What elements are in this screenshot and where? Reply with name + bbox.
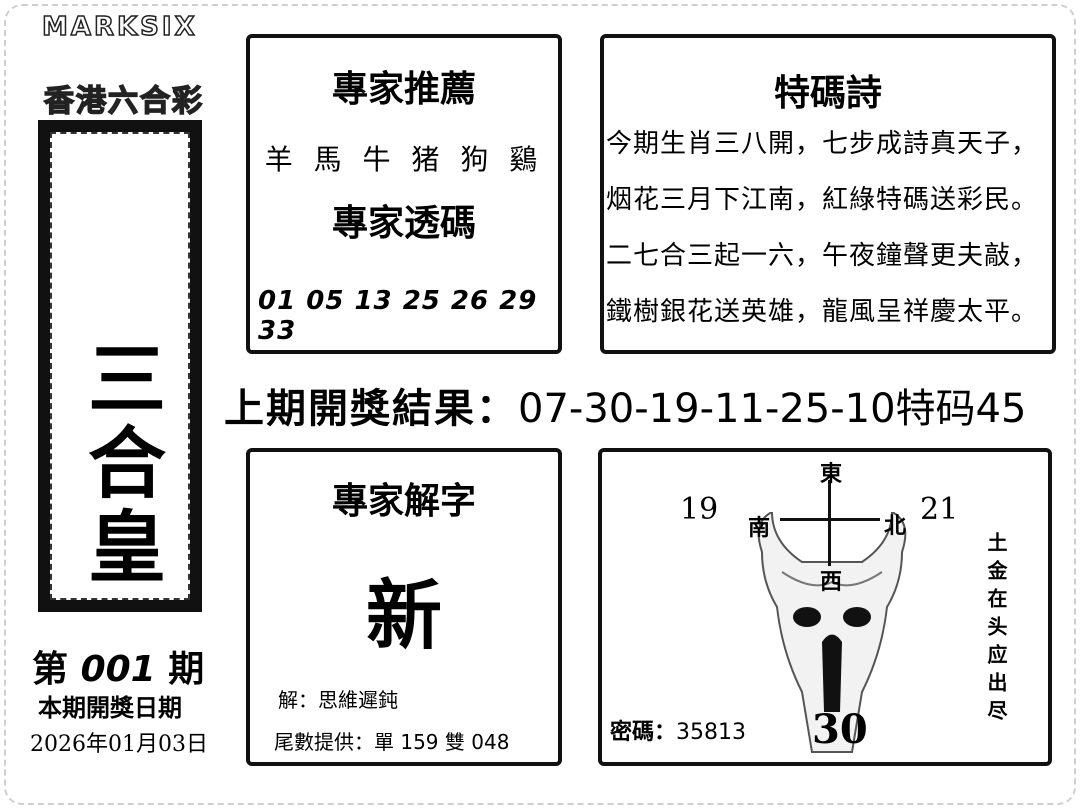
poem-box: 特碼詩 今期生肖三八開，七步成詩真天子， 烟花三月下江南，紅綠特碼送彩民。 二七… bbox=[600, 34, 1056, 354]
recommend-box: 專家推薦 羊 馬 牛 猪 狗 鷄 專家透碼 01 05 13 25 26 29 … bbox=[246, 34, 562, 354]
issue-number: 第 001 期 bbox=[32, 640, 204, 692]
compass-north: 北 bbox=[884, 514, 907, 539]
issue-value: 001 bbox=[80, 649, 156, 690]
page-frame bbox=[4, 4, 1076, 805]
brand-logo: MARKSIX bbox=[41, 11, 198, 43]
poem-line: 鐵樹銀花送英雄，龍風呈祥慶太平。 bbox=[606, 297, 1039, 327]
password-value: 35813 bbox=[676, 720, 747, 745]
compass-left-number: 19 bbox=[680, 492, 719, 527]
issue-prefix: 第 bbox=[32, 649, 69, 690]
poem-line: 今期生肖三八開，七步成詩真天子， bbox=[606, 129, 1039, 159]
decode-box: 專家解字 新 解：思維遲鈍 尾數提供：單 159 雙 048 bbox=[246, 448, 562, 766]
draw-date-label: 本期開獎日期 bbox=[38, 694, 182, 722]
poem-line: 烟花三月下江南，紅綠特碼送彩民。 bbox=[606, 185, 1039, 215]
compass-west: 西 bbox=[820, 570, 843, 595]
last-result-label: 上期開獎結果： bbox=[224, 386, 518, 432]
last-result: 上期開獎結果：07-30-19-11-25-10特码45 bbox=[224, 376, 1026, 434]
compass-east: 東 bbox=[820, 462, 843, 487]
decode-character: 新 bbox=[366, 571, 442, 660]
recommend-numbers: 01 05 13 25 26 29 33 bbox=[258, 286, 538, 346]
decode-tails: 尾數提供：單 159 雙 048 bbox=[274, 730, 510, 754]
poem-line: 二七合三起一六，午夜鐘聲更夫敲， bbox=[606, 241, 1039, 271]
password: 密碼：35813 bbox=[610, 714, 746, 746]
decode-explain: 解：思維遲鈍 bbox=[278, 688, 398, 712]
compass-vertical-text: 土金在头应出尽 bbox=[984, 532, 1008, 728]
compass-right-number: 21 bbox=[920, 492, 959, 527]
poem-title: 特碼詩 bbox=[773, 73, 882, 114]
password-label: 密碼： bbox=[610, 720, 677, 745]
compass-big-number: 30 bbox=[812, 706, 868, 753]
recommend-title-2: 專家透碼 bbox=[331, 203, 476, 244]
draw-date: 2026年01月03日 bbox=[30, 732, 208, 757]
banner-title: 三合皇 bbox=[52, 334, 188, 594]
decode-title: 專家解字 bbox=[331, 481, 476, 522]
skull-image bbox=[757, 512, 907, 753]
issue-suffix: 期 bbox=[168, 649, 205, 690]
compass-south: 南 bbox=[748, 516, 771, 541]
sub-brand: 香港六合彩 bbox=[43, 83, 204, 120]
banner-inner: 三合皇 bbox=[50, 132, 190, 600]
compass-box: 東 南 北 西 19 21 土金在头应出尽 密碼：35813 30 bbox=[598, 448, 1052, 766]
title-banner: 三合皇 bbox=[38, 120, 202, 612]
banner-title-text: 三合皇 bbox=[75, 338, 166, 590]
recommend-title: 專家推薦 bbox=[331, 69, 476, 110]
last-result-value: 07-30-19-11-25-10特码45 bbox=[518, 386, 1027, 432]
recommend-zodiac: 羊 馬 牛 猪 狗 鷄 bbox=[264, 143, 544, 176]
compass-vertical-line bbox=[828, 480, 831, 566]
